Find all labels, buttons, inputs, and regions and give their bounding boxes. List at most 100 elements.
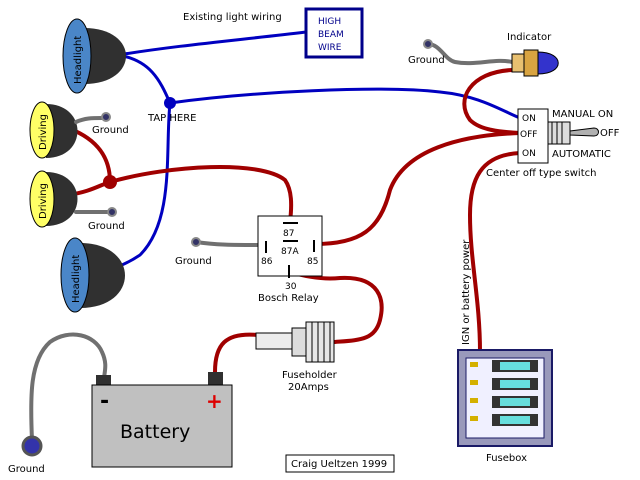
fuseholder-cap	[305, 321, 335, 363]
fuseholder-label: Fuseholder	[282, 370, 338, 381]
indicator-ground-terminal	[423, 39, 433, 49]
switch-body	[517, 108, 549, 164]
headlight-top-housing	[84, 28, 126, 84]
fusebox-label: Fusebox	[486, 453, 527, 464]
existing-wiring-wire	[116, 30, 308, 57]
relay-ground-terminal	[191, 237, 201, 247]
driving-top-ground-wire	[74, 116, 104, 124]
fusebox: Fusebox	[457, 349, 553, 464]
headlight-bottom: Headlight	[60, 237, 125, 313]
indicator-to-switch-wire	[462, 68, 522, 135]
fuse-4	[500, 416, 530, 424]
fuse-tab-1	[470, 362, 478, 367]
high-beam-line-1: HIGH	[318, 17, 341, 27]
indicator-terminal	[511, 53, 525, 73]
high-beam-box-frame	[304, 7, 364, 59]
relay85-to-switch-wire	[313, 131, 522, 246]
battery-plus: +	[206, 389, 223, 413]
bosch-relay-label: Bosch Relay	[258, 293, 319, 304]
fuseholder-left	[255, 332, 293, 350]
fuse-row-4	[470, 414, 538, 426]
center-off-label: Center off type switch	[486, 168, 596, 179]
driving-light-top: Driving	[29, 101, 78, 159]
fuse-2	[500, 380, 530, 388]
fuse-row-1	[470, 360, 538, 372]
battery-to-fuseholder-wire	[213, 332, 260, 374]
headlight-bottom-label: Headlight	[71, 255, 82, 303]
fuse-3	[500, 398, 530, 406]
switch-toggle	[569, 127, 599, 137]
switch-auto-to-fusebox-wire	[468, 151, 522, 354]
driving-junction	[103, 175, 117, 189]
indicator-body	[523, 49, 539, 77]
driving-top-label: Driving	[38, 114, 49, 150]
fuse-1	[500, 362, 530, 370]
switch-pos-3: ON	[522, 149, 536, 159]
fuse-tab-4	[470, 416, 478, 421]
driving-top-ground-label: Ground	[92, 125, 129, 136]
switch-bushing	[547, 121, 571, 145]
battery-ground-label: Ground	[8, 464, 45, 475]
battery: - + Battery	[91, 372, 233, 468]
relay-pin-30: 30	[285, 282, 297, 292]
driving-to-relay-wire	[108, 165, 294, 224]
battery-ground-wire	[29, 332, 108, 442]
driving-grounds: Ground Ground	[74, 112, 129, 232]
driving-top-lens	[29, 101, 55, 159]
high-beam-line-2: BEAM	[318, 30, 344, 40]
fuse-tab-2	[470, 380, 478, 385]
battery-ground: Ground	[8, 435, 45, 475]
fuse-amps-label: 20Amps	[288, 382, 329, 393]
indicator-ground-wire	[426, 42, 514, 66]
relay-ground-label: Ground	[175, 256, 212, 267]
indicator-label: Indicator	[507, 32, 552, 43]
off-label: OFF	[600, 128, 620, 139]
headlight-bottom-housing	[80, 243, 125, 308]
fuse-row-2	[470, 378, 538, 390]
driving-top-housing	[46, 104, 78, 158]
blue-wires	[103, 30, 522, 272]
tap-junction	[164, 97, 176, 109]
automatic-label: AUTOMATIC	[552, 149, 611, 160]
fuseholder-collar	[291, 327, 307, 357]
headlight-top-lens	[62, 18, 92, 94]
headlight-top-label: Headlight	[73, 36, 84, 84]
indicator-lamp: Indicator	[507, 32, 559, 77]
credit-box: Craig Ueltzen 1999	[285, 454, 395, 473]
tap-to-switch-wire	[168, 87, 522, 120]
headlight-top: Headlight	[62, 18, 126, 94]
indicator-ground-label: Ground	[408, 55, 445, 66]
bosch-relay: 87 87A 86 85 30 Bosch Relay	[257, 215, 323, 304]
center-off-switch: ON OFF ON MANUAL ON OFF AUTOMATIC Center…	[486, 108, 620, 179]
driving-bottom-label: Driving	[38, 183, 49, 219]
switch-pos-1: ON	[522, 114, 536, 124]
high-beam-box: HIGH BEAM WIRE	[304, 7, 364, 59]
battery-ground-terminal	[21, 435, 43, 457]
driving-bottom-lens	[29, 170, 55, 228]
relay30-to-fuseholder-wire	[288, 270, 384, 344]
battery-case	[91, 384, 233, 468]
tap-here-label: TAP HERE	[147, 113, 197, 124]
battery-neg-post	[96, 375, 111, 385]
credit-frame	[285, 454, 395, 473]
driving-top-ground-terminal	[101, 112, 111, 122]
relay-ground-wire	[194, 240, 260, 247]
relay-pin-87: 87	[283, 229, 294, 239]
high-beam-line-3: WIRE	[318, 43, 342, 53]
manual-on-label: MANUAL ON	[552, 109, 613, 120]
credit-label: Craig Ueltzen 1999	[291, 459, 387, 470]
battery-pos-post	[208, 372, 223, 385]
fuseholder: Fuseholder 20Amps	[255, 321, 338, 393]
relay-pin-86: 86	[261, 257, 273, 267]
relay-pin-87a: 87A	[281, 247, 299, 257]
fuse-row-3	[470, 396, 538, 408]
battery-minus: -	[100, 389, 109, 414]
headlight-top-wire	[116, 53, 172, 105]
driving-bottom-ground-label: Ground	[88, 221, 125, 232]
indicator-lens	[537, 51, 559, 75]
driving-bottom-housing	[46, 172, 78, 226]
headlight-bottom-lens	[60, 237, 90, 313]
driving-light-bottom: Driving	[29, 170, 78, 228]
fuse-tab-3	[470, 398, 478, 403]
